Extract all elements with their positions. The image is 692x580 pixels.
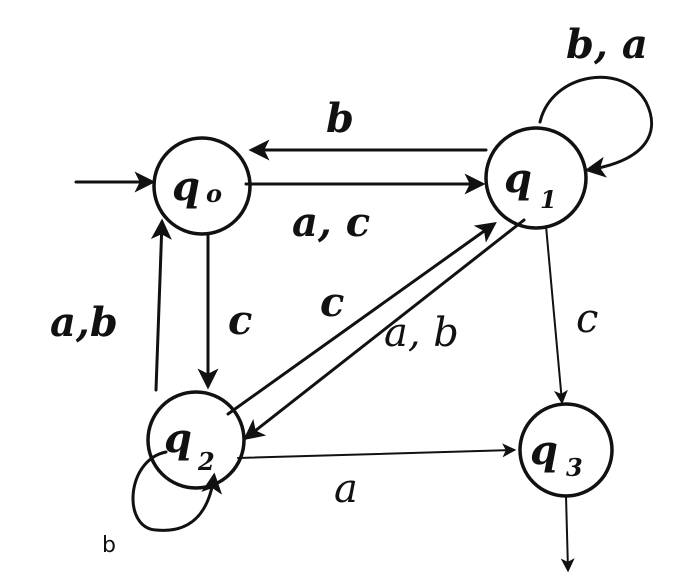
state-q2: q 2 xyxy=(146,390,246,490)
edge-q1-q3 xyxy=(545,225,568,405)
state-q1: q 1 xyxy=(484,126,588,230)
label-q1-q3: c xyxy=(576,296,598,342)
state-q2-letter: q xyxy=(164,415,192,462)
edge-q2-q1 xyxy=(226,221,497,416)
label-q2-loop: b xyxy=(102,533,116,558)
edge-q1-q2 xyxy=(243,218,526,441)
state-q0: q o xyxy=(152,136,252,236)
state-q1-letter: q xyxy=(504,155,532,202)
state-q3-letter: q xyxy=(530,427,558,474)
label-q2-q0: a,b xyxy=(50,299,118,346)
label-q0-q1: a, c xyxy=(292,199,370,246)
final-arrow xyxy=(560,495,575,573)
label-q2-q1: c xyxy=(320,279,344,326)
edge-q2-q3 xyxy=(237,443,517,459)
state-q3-subscript: 3 xyxy=(566,453,583,482)
label-q0-q2: c xyxy=(228,297,252,344)
edge-q1-loop xyxy=(538,75,654,178)
state-q0-subscript: o xyxy=(206,179,222,208)
state-q1-subscript: 1 xyxy=(540,185,557,214)
label-q1-q2: a, b xyxy=(384,310,459,356)
state-q3: q 3 xyxy=(518,402,614,498)
state-q0-letter: q xyxy=(172,163,200,210)
label-q1-loop: b, a xyxy=(566,21,648,68)
state-q2-subscript: 2 xyxy=(197,447,215,476)
label-q2-q3: a xyxy=(334,466,358,512)
edge-q2-loop xyxy=(131,450,223,532)
edge-q2-q0 xyxy=(150,218,172,392)
label-q1-q0: b xyxy=(326,95,354,142)
